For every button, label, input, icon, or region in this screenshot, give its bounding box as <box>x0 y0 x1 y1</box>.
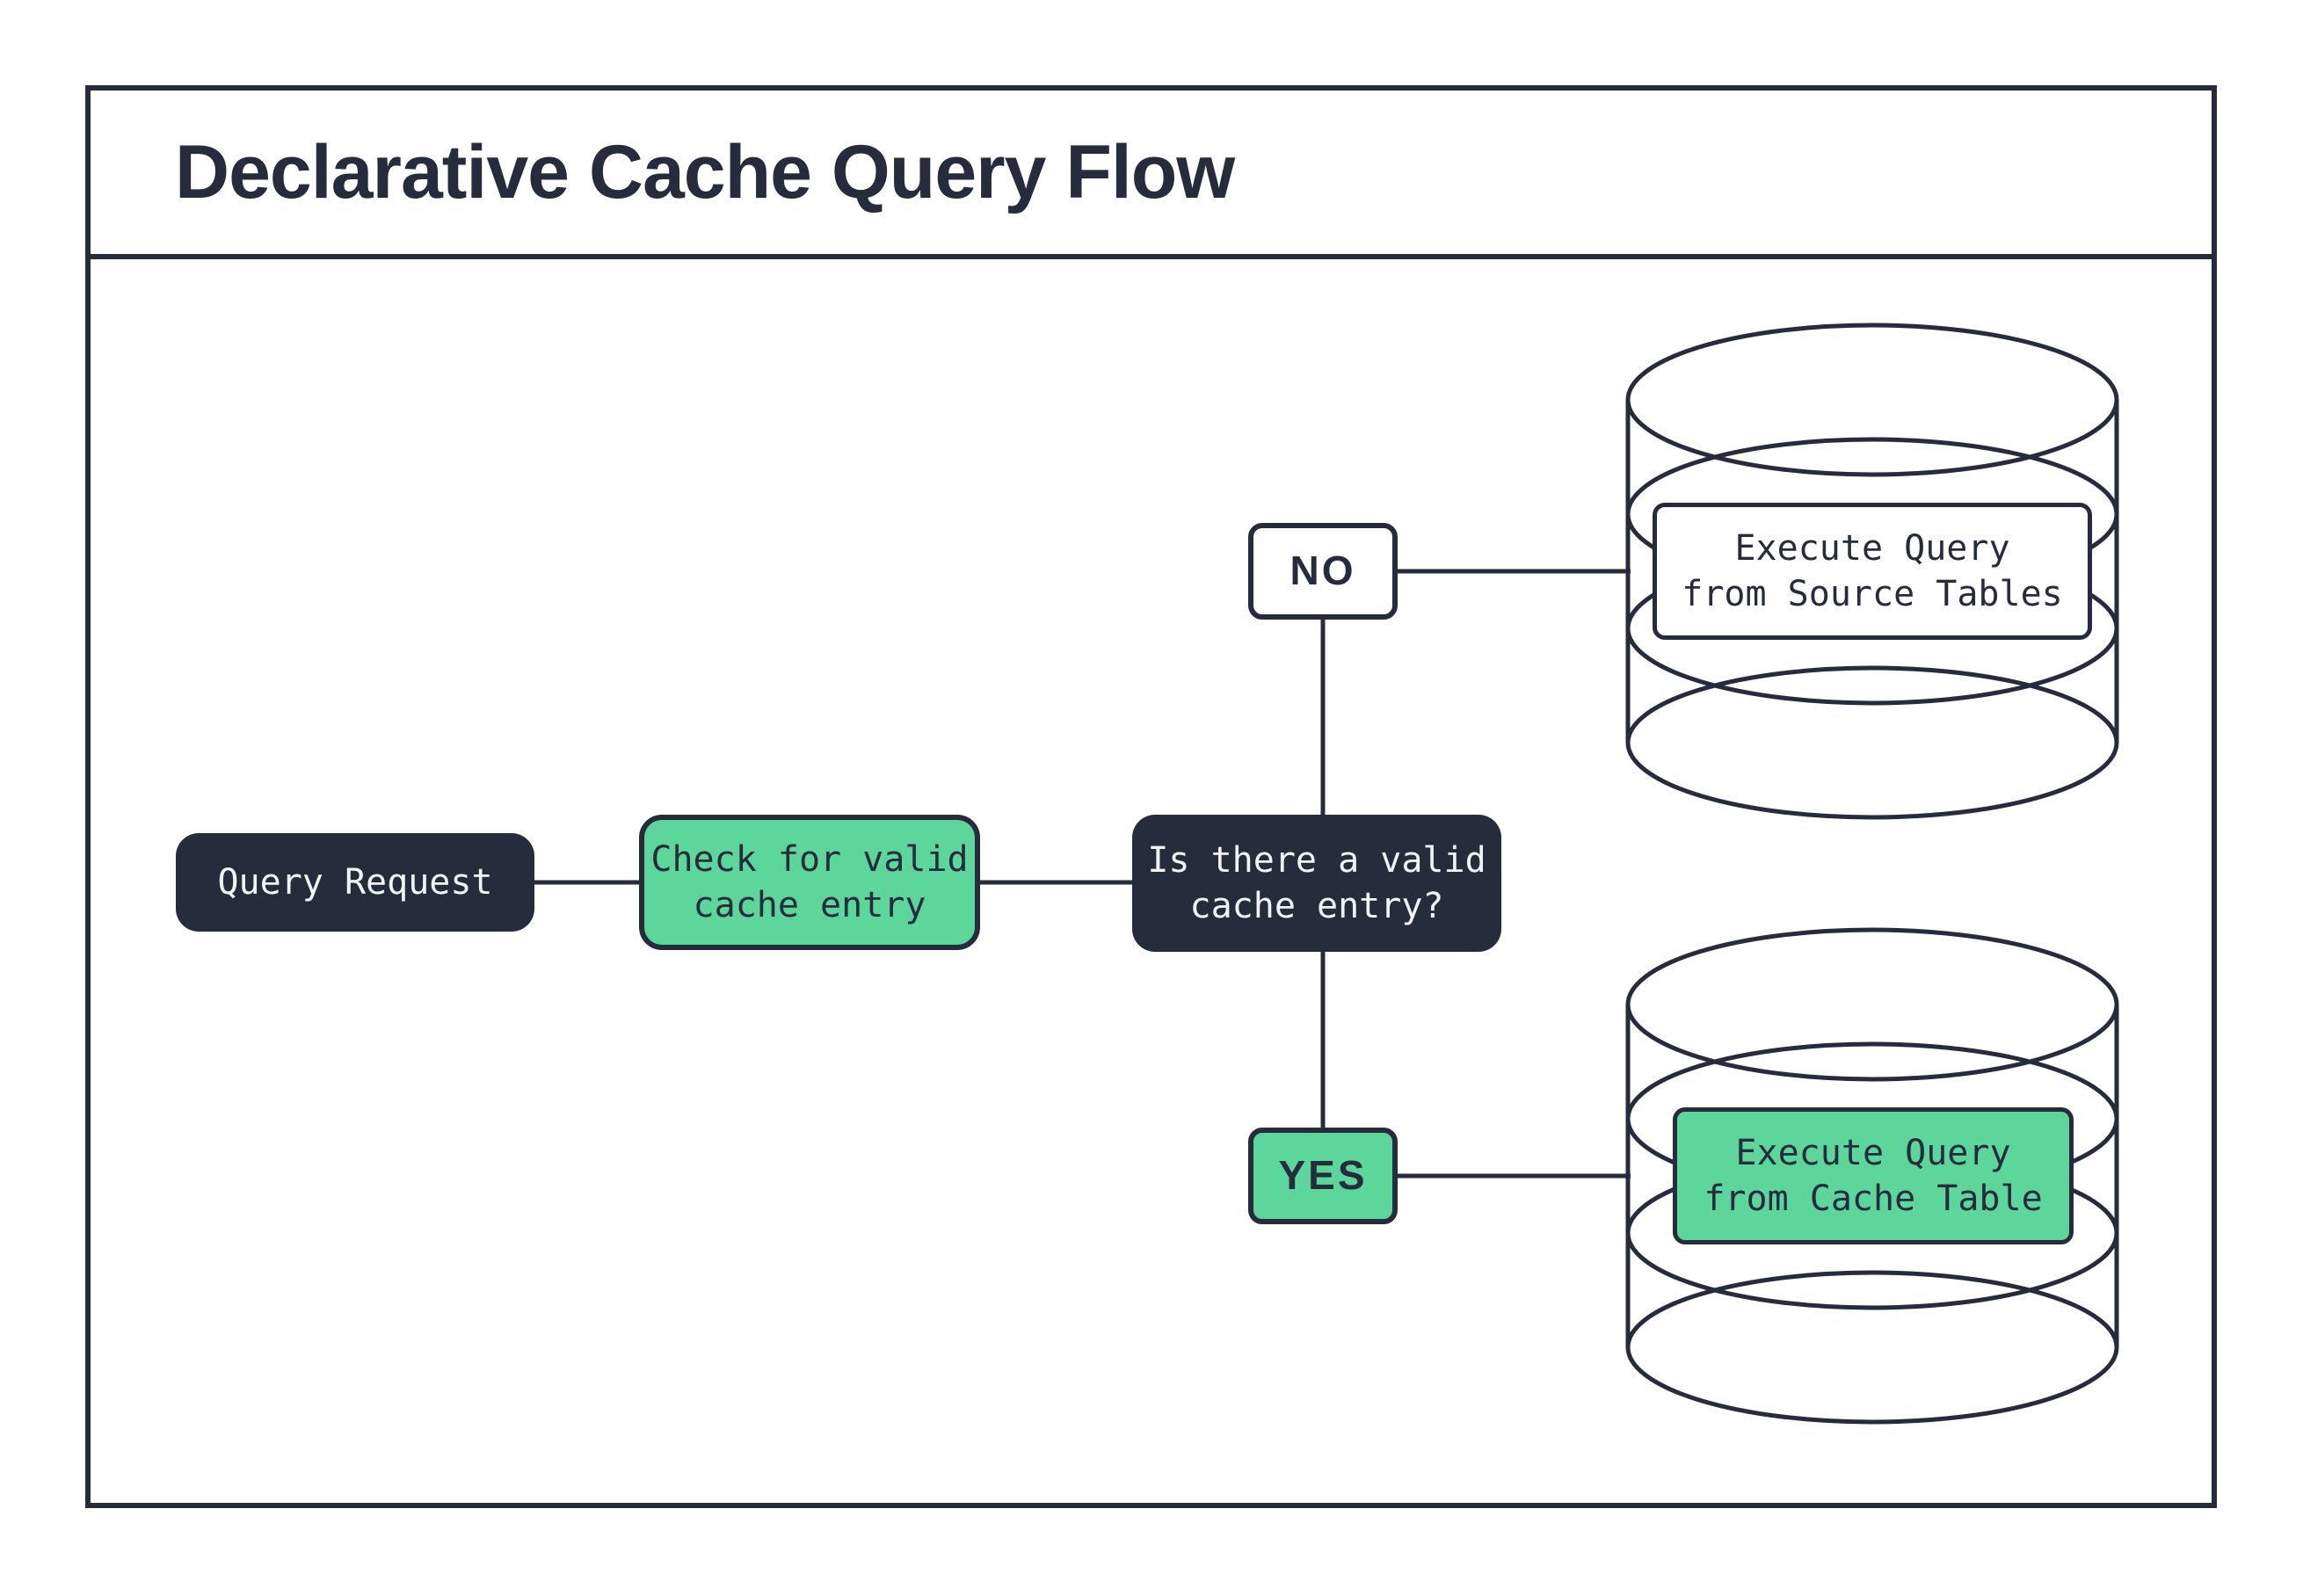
cylinder-disk <box>1625 665 2119 820</box>
edge-label-no: NO <box>1248 523 1398 620</box>
page-title: Declarative Cache Query Flow <box>175 130 1235 214</box>
cylinder-disk-top <box>1625 927 2119 1082</box>
node-execute-query-cache-table: Execute Query from Cache Table <box>1673 1107 2074 1244</box>
node-query-request: Query Request <box>176 833 534 932</box>
cylinder-disk <box>1625 1270 2119 1425</box>
node-check-cache-entry: Check for valid cache entry <box>639 815 980 950</box>
edge-label-yes: YES <box>1248 1128 1398 1224</box>
diagram-header: Declarative Cache Query Flow <box>85 85 2217 259</box>
cylinder-disk-top <box>1625 323 2119 477</box>
node-valid-cache-question: Is there a valid cache entry? <box>1132 815 1501 952</box>
node-execute-query-source-tables: Execute Query from Source Tables <box>1653 503 2092 640</box>
